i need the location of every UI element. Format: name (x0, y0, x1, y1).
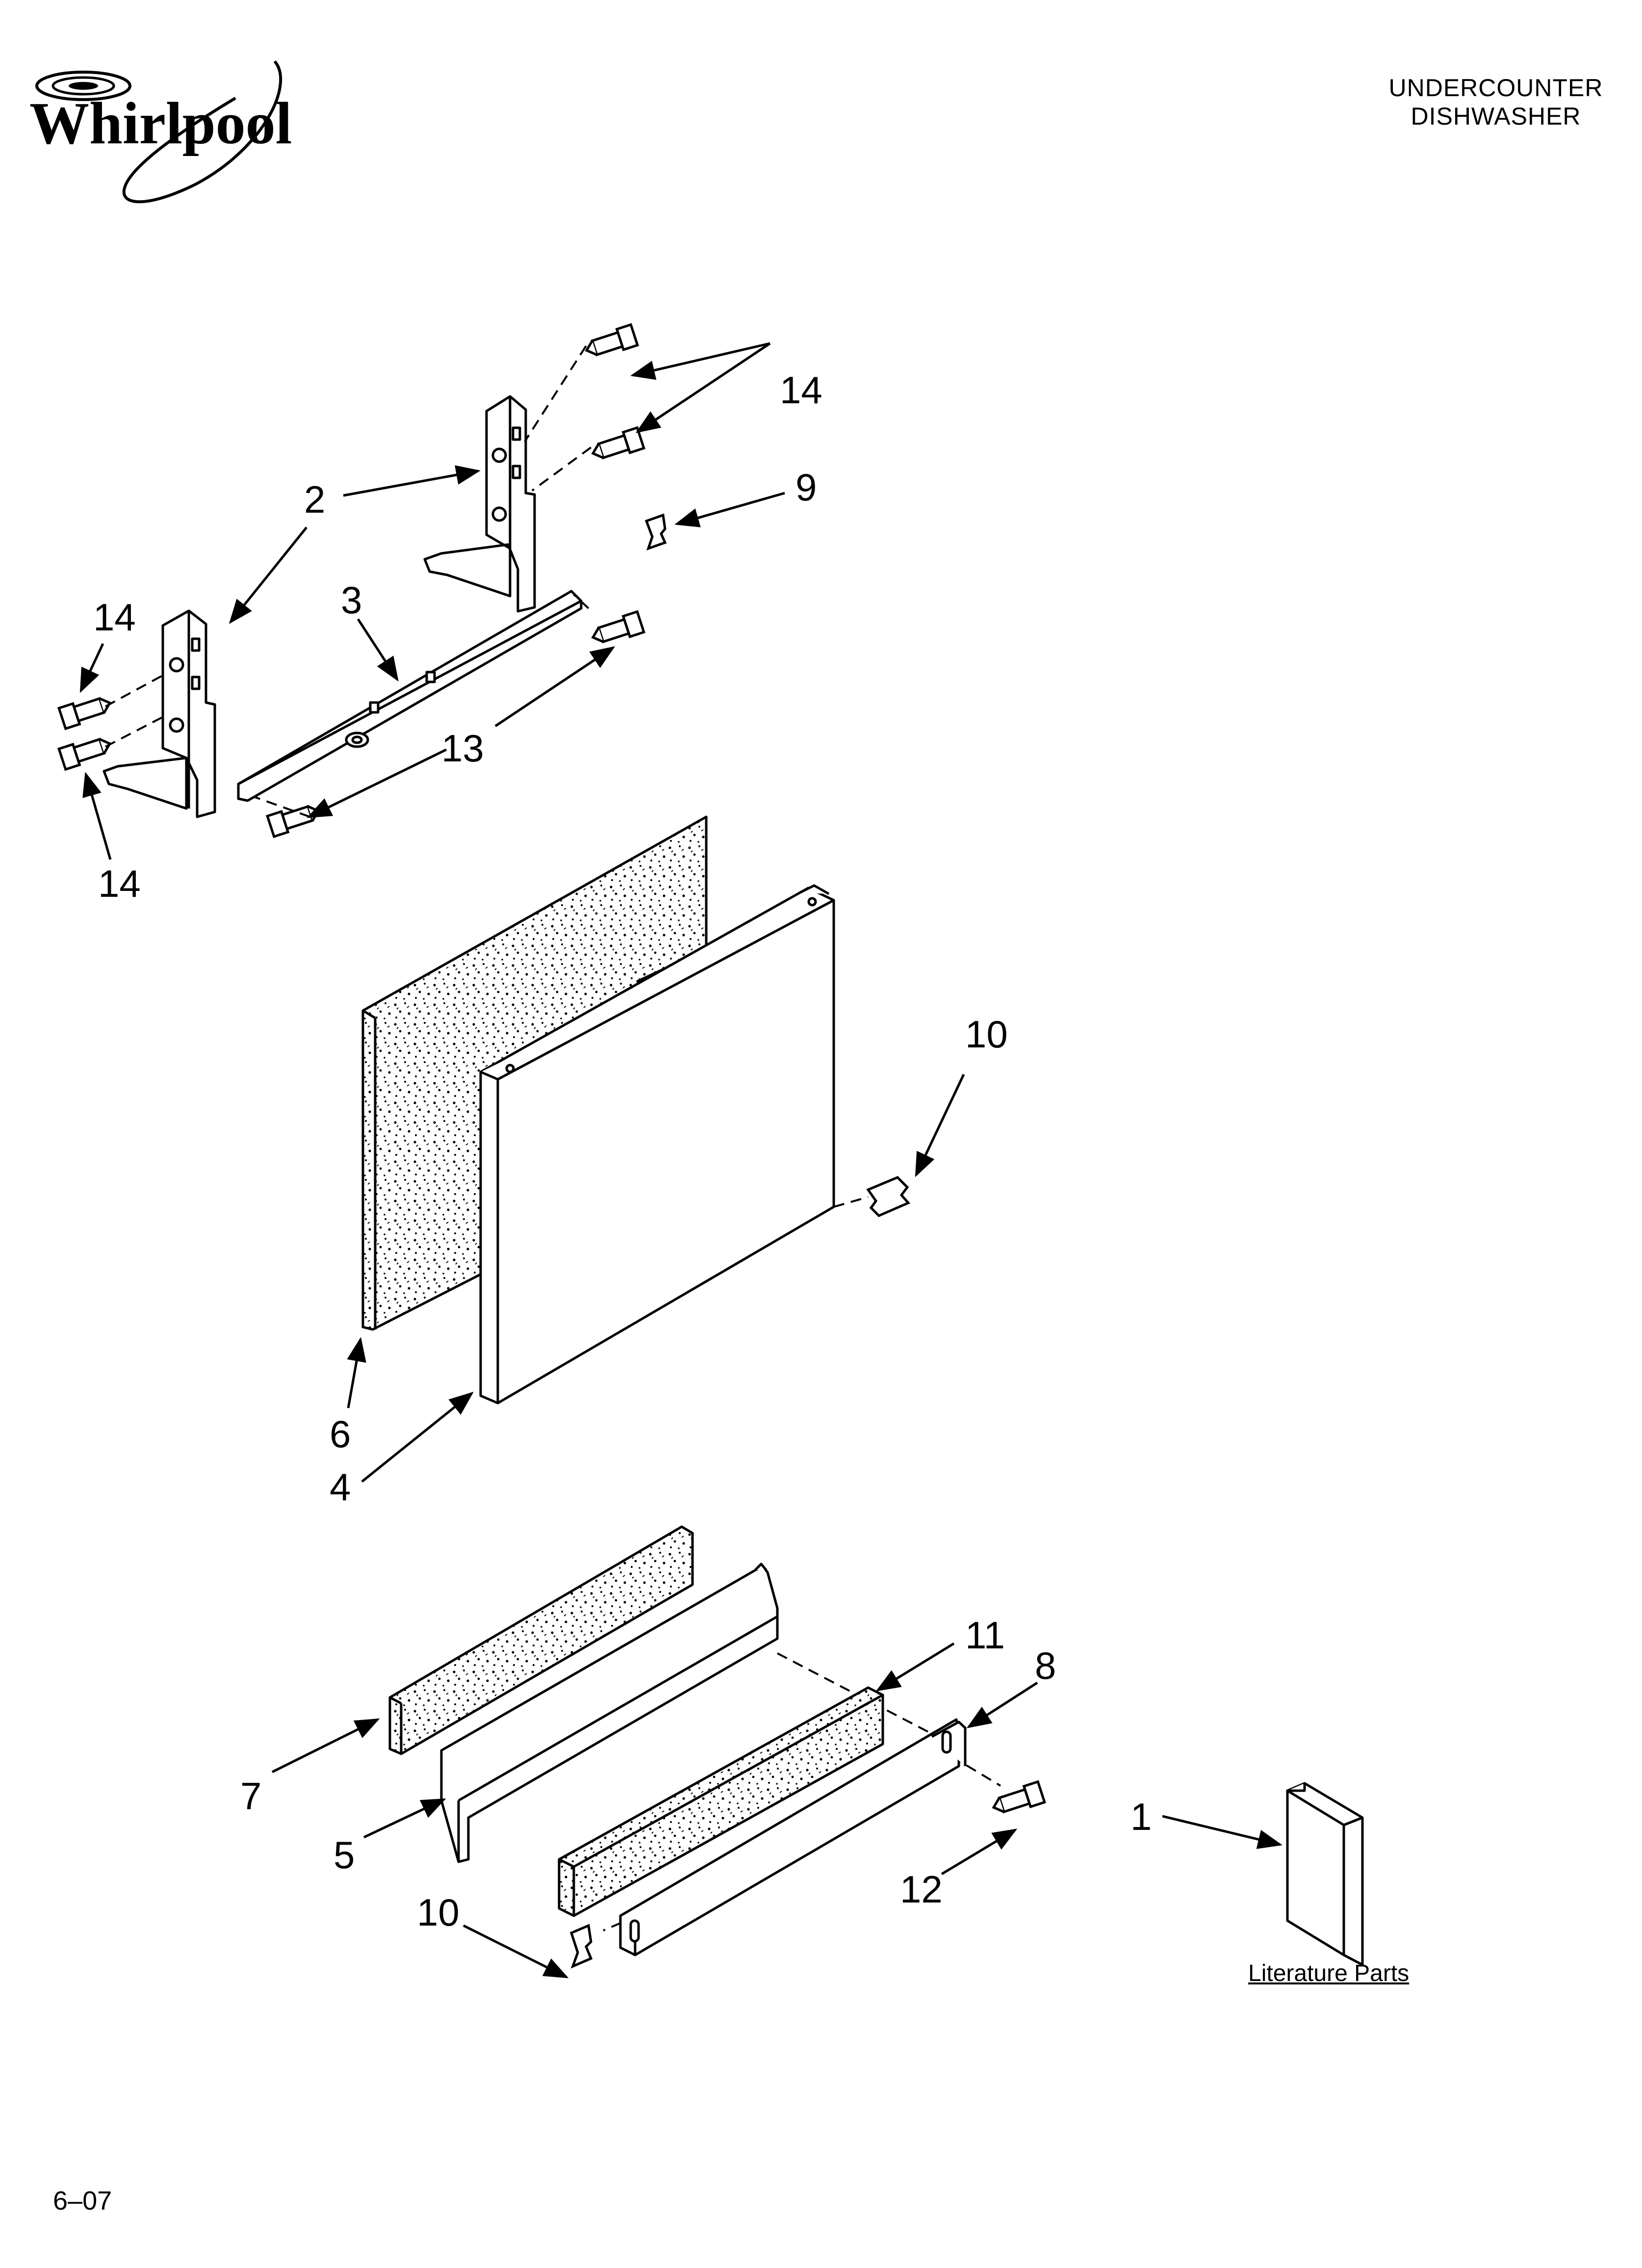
toe-kick-insulation-lower (558, 1686, 884, 1917)
screw-13-right (591, 610, 645, 644)
screw-12 (992, 1780, 1046, 1814)
toe-kick-plate (619, 1718, 967, 1956)
callout-13: 13 (441, 727, 484, 770)
hinge-bracket-right (423, 395, 536, 613)
outer-door-panel (479, 884, 835, 1405)
hinge-bracket-left (103, 609, 216, 818)
callout-8: 8 (1035, 1644, 1056, 1687)
literature-book (1286, 1782, 1364, 1966)
whirlpool-logo-wordmark: Whirlpool (29, 90, 292, 156)
callout-7: 7 (240, 1774, 261, 1818)
callout-10-upper: 10 (965, 1013, 1008, 1056)
screw-13-left (266, 805, 320, 838)
clip-10-upper (866, 1176, 911, 1217)
callout-14-left-upper: 14 (93, 596, 136, 639)
callout-3: 3 (341, 578, 362, 622)
callout-2: 2 (304, 478, 325, 521)
callout-14-left-lower: 14 (98, 862, 141, 905)
clip-10-lower (569, 1924, 593, 1969)
callout-10-lower: 10 (417, 1891, 460, 1934)
header-title: UNDERCOUNTER DISHWASHER (1226, 74, 1642, 130)
callout-9: 9 (795, 466, 817, 509)
screw-14-left-2 (57, 737, 112, 771)
callout-4: 4 (330, 1465, 351, 1509)
screw-14-left-1 (57, 697, 112, 730)
callout-5: 5 (334, 1833, 355, 1877)
callout-6: 6 (330, 1412, 351, 1456)
screw-14-upper-1 (585, 323, 639, 357)
rail-bar (237, 590, 583, 802)
clip-9 (644, 513, 667, 551)
screw-14-upper-2 (591, 426, 645, 460)
header-line-2: DISHWASHER (1411, 103, 1581, 130)
callout-numbers: 14 9 2 14 3 13 14 10 6 4 11 8 7 1 5 12 1… (93, 368, 1152, 1934)
toe-kick-bracket (440, 1563, 779, 1863)
literature-parts-label: Literature Parts (1248, 1960, 1410, 1986)
footer-code: 6–07 (53, 2186, 112, 2216)
callout-1: 1 (1130, 1795, 1152, 1838)
toe-kick-insulation-upper (388, 1525, 694, 1755)
callout-11: 11 (965, 1614, 1005, 1657)
header-line-1: UNDERCOUNTER (1388, 74, 1603, 102)
callout-14-top: 14 (780, 368, 822, 412)
leader-arrows (79, 342, 1283, 1979)
callout-12: 12 (900, 1868, 943, 1911)
whirlpool-logo: Whirlpool (29, 60, 292, 204)
